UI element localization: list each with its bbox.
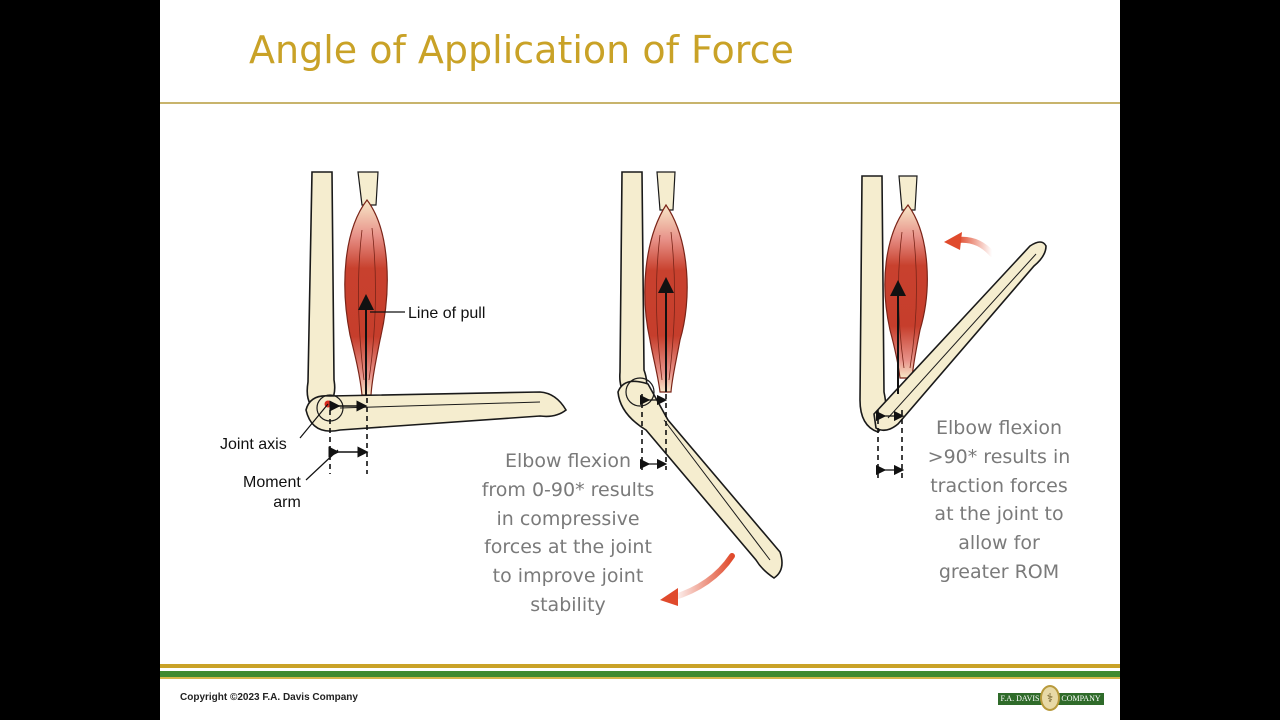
forearm-2 bbox=[617, 380, 783, 579]
biceps-muscle-3 bbox=[884, 204, 928, 379]
slide-title: Angle of Application of Force bbox=[249, 28, 794, 72]
title-divider bbox=[160, 102, 1120, 104]
extension-direction-arrow bbox=[669, 553, 735, 601]
humerus-shaft bbox=[306, 171, 336, 413]
forearm-ulna bbox=[305, 391, 568, 432]
elbow-90-diagram bbox=[299, 171, 568, 481]
elbow-figure bbox=[299, 171, 1047, 606]
footer-stripe-green bbox=[160, 671, 1120, 677]
tendon-upper bbox=[357, 171, 379, 206]
logo-right-text: COMPANY bbox=[1058, 693, 1104, 705]
joint-axis-label: Joint axis bbox=[220, 436, 287, 453]
logo-left-text: F.A. DAVIS bbox=[998, 693, 1042, 705]
caduceus-icon: ⚕ bbox=[1040, 685, 1060, 711]
elbow-extended-diagram bbox=[617, 171, 783, 579]
elbow-flexed-diagram bbox=[859, 175, 1047, 480]
flexion-direction-arrow bbox=[955, 236, 995, 257]
line-of-pull-label: Line of pull bbox=[408, 305, 486, 322]
copyright-text: Copyright ©2023 F.A. Davis Company bbox=[180, 692, 358, 703]
slide: Angle of Application of Force bbox=[160, 0, 1120, 720]
forearm-3 bbox=[873, 241, 1047, 432]
traction-caption: Elbow flexion >90* results in traction f… bbox=[927, 417, 1071, 583]
footer-stripe-white bbox=[160, 668, 1120, 671]
humerus-shaft-2 bbox=[619, 171, 648, 401]
publisher-logo: F.A. DAVIS COMPANY ⚕ bbox=[996, 684, 1106, 714]
humerus-shaft-3 bbox=[859, 175, 887, 433]
moment-arm-label: Moment arm bbox=[243, 474, 301, 511]
compressive-caption: Elbow flexion from 0-90* results in comp… bbox=[481, 450, 655, 616]
footer-stripe-gold bbox=[160, 664, 1120, 668]
footer-stripe-gold-lower bbox=[160, 677, 1120, 679]
